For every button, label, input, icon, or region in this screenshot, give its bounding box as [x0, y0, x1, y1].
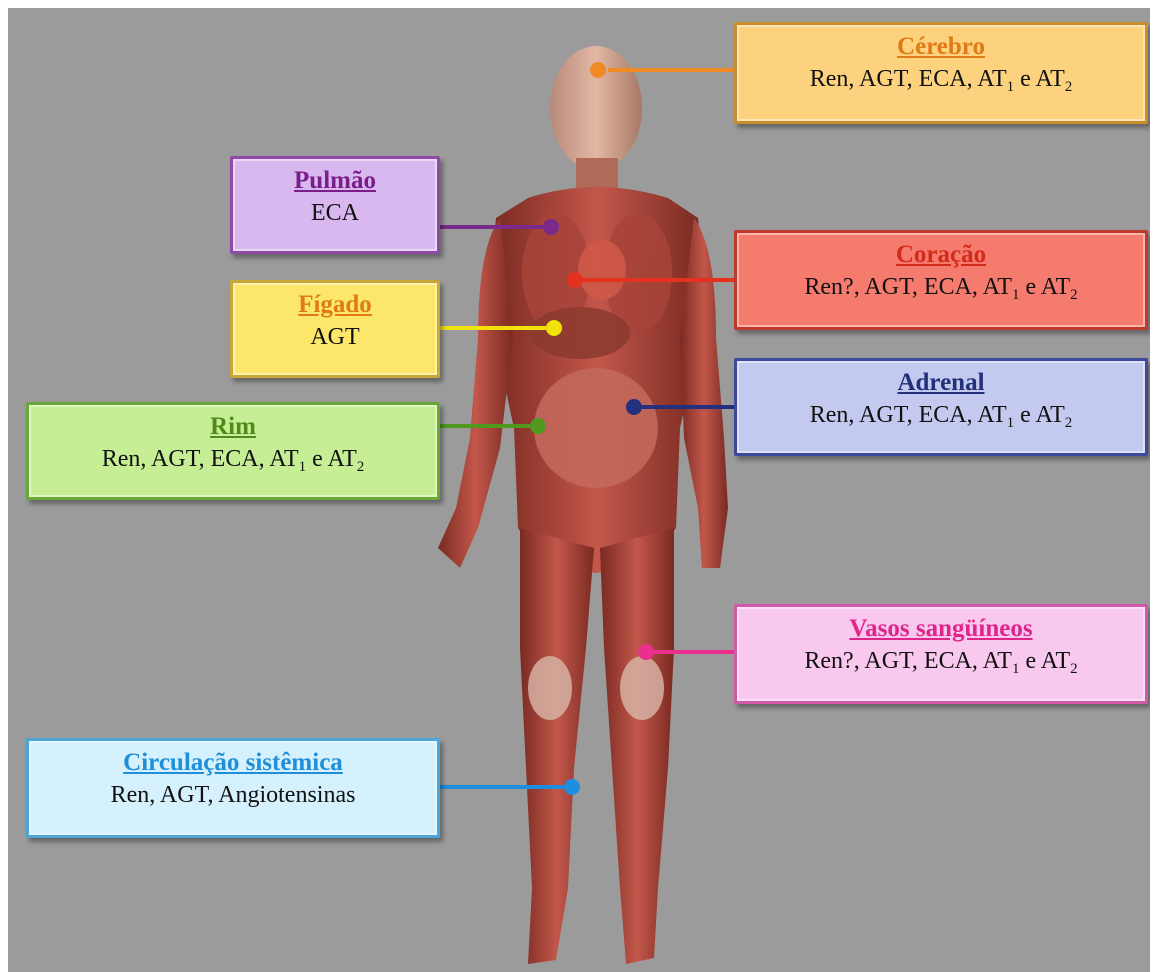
rim-content: Ren, AGT, ECA, AT1 e AT2: [29, 443, 437, 475]
vasos-content-part: Ren?, AGT, ECA, AT: [804, 648, 1012, 674]
figado-content: AGT: [233, 321, 437, 353]
coracao-title: Coração: [737, 233, 1145, 271]
pulmao-content: ECA: [233, 197, 437, 229]
circulacao-content-part: Ren, AGT, Angiotensinas: [111, 782, 356, 808]
cerebro-content-part: Ren, AGT, ECA, AT: [810, 66, 1007, 92]
pulmao-marker-dot: [543, 219, 559, 235]
circulacao-marker-dot: [564, 779, 580, 795]
cerebro-content-part: 1: [1007, 79, 1015, 95]
rim-content-part: Ren, AGT, ECA, AT: [102, 446, 299, 472]
cerebro-marker-dot: [590, 62, 606, 78]
rim-content-part: 1: [299, 459, 307, 475]
rim-content-part: 2: [357, 459, 365, 475]
vasos-content-part: e AT: [1019, 648, 1070, 674]
figado-content-part: AGT: [310, 324, 359, 350]
coracao-content-part: e AT: [1019, 274, 1070, 300]
cerebro-content: Ren, AGT, ECA, AT1 e AT2: [737, 63, 1145, 95]
body-left-arm: [438, 218, 513, 568]
pulmao-content-part: ECA: [311, 200, 359, 226]
body-left-leg: [520, 528, 594, 964]
coracao-content-part: 2: [1070, 287, 1078, 303]
coracao-content: Ren?, AGT, ECA, AT1 e AT2: [737, 271, 1145, 303]
rim-content-part: e AT: [306, 446, 357, 472]
circulacao-title: Circulação sistêmica: [29, 741, 437, 779]
adrenal-title: Adrenal: [737, 361, 1145, 399]
circulacao-content: Ren, AGT, Angiotensinas: [29, 779, 437, 811]
pulmao-title: Pulmão: [233, 159, 437, 197]
vasos-title: Vasos sangüíneos: [737, 607, 1145, 645]
rim-marker-dot: [530, 418, 546, 434]
figado-title: Fígado: [233, 283, 437, 321]
cerebro-title: Cérebro: [737, 25, 1145, 63]
adrenal-content-part: 1: [1007, 415, 1015, 431]
figado-marker-dot: [546, 320, 562, 336]
vasos-content-part: 2: [1070, 661, 1078, 677]
coracao-content-part: Ren?, AGT, ECA, AT: [804, 274, 1012, 300]
cerebro-content-part: 2: [1065, 79, 1073, 95]
adrenal-content-part: Ren, AGT, ECA, AT: [810, 402, 1007, 428]
vasos-content: Ren?, AGT, ECA, AT1 e AT2: [737, 645, 1145, 677]
cerebro-content-part: e AT: [1014, 66, 1065, 92]
rim-title: Rim: [29, 405, 437, 443]
adrenal-content: Ren, AGT, ECA, AT1 e AT2: [737, 399, 1145, 431]
adrenal-marker-dot: [626, 399, 642, 415]
coracao-marker-dot: [567, 272, 583, 288]
adrenal-content-part: e AT: [1014, 402, 1065, 428]
body-right-leg: [600, 528, 674, 964]
adrenal-content-part: 2: [1065, 415, 1073, 431]
body-knees: [528, 656, 664, 720]
vasos-marker-dot: [638, 644, 654, 660]
